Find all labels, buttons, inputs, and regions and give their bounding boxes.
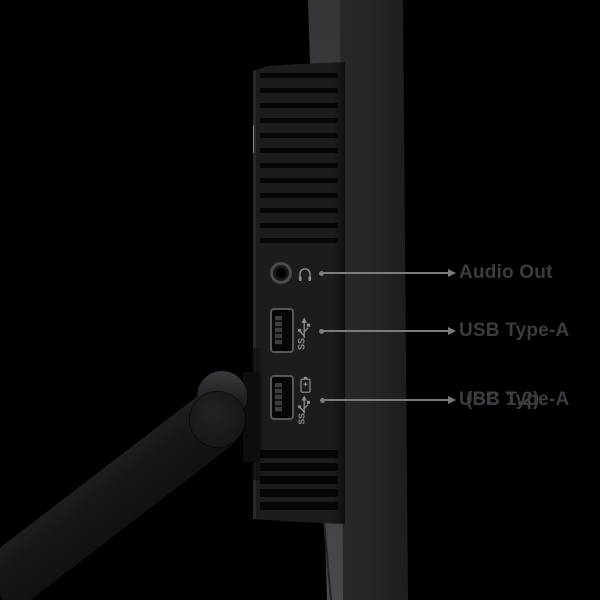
superspeed-usb-icon: SS — [297, 317, 311, 350]
rear-housing: SS SS — [253, 62, 345, 524]
callout-line-usb2 — [323, 399, 448, 401]
callout-label-usb-type-a: USB Type-A — [459, 320, 570, 341]
svg-text:SS: SS — [297, 338, 307, 350]
callout-label-audio-out: Audio Out — [459, 262, 553, 283]
callout-dot-audio — [319, 271, 324, 276]
headphones-icon — [298, 268, 312, 281]
vent-grille-top — [260, 73, 338, 243]
usb-type-a-bc12-port — [270, 375, 294, 420]
edge-highlight — [253, 125, 254, 153]
callout-label-line2: (BC 1.2) — [466, 389, 540, 410]
usb-tongue — [275, 383, 282, 412]
audio-jack-hole — [276, 268, 286, 278]
usb-type-a-port — [270, 308, 294, 353]
callout-line-usb1 — [322, 330, 448, 332]
callout-dot-usb2 — [320, 398, 325, 403]
callout-line-audio — [322, 272, 448, 274]
stand-mount-bracket — [243, 372, 260, 462]
callout-label-line1: USB Type-A — [459, 389, 570, 410]
hinge-cap-front — [190, 392, 245, 447]
callout-arrowhead-audio — [448, 269, 456, 277]
usb-tongue — [275, 316, 282, 345]
battery-charging-icon — [300, 376, 311, 393]
vent-grille-bottom — [260, 450, 338, 510]
callout-arrowhead-usb1 — [448, 327, 456, 335]
callout-arrowhead-usb2 — [448, 396, 456, 404]
superspeed-usb-icon: SS — [297, 395, 310, 425]
callout-dot-usb1 — [319, 329, 324, 334]
svg-text:SS: SS — [297, 413, 307, 425]
audio-out-jack — [270, 262, 292, 284]
